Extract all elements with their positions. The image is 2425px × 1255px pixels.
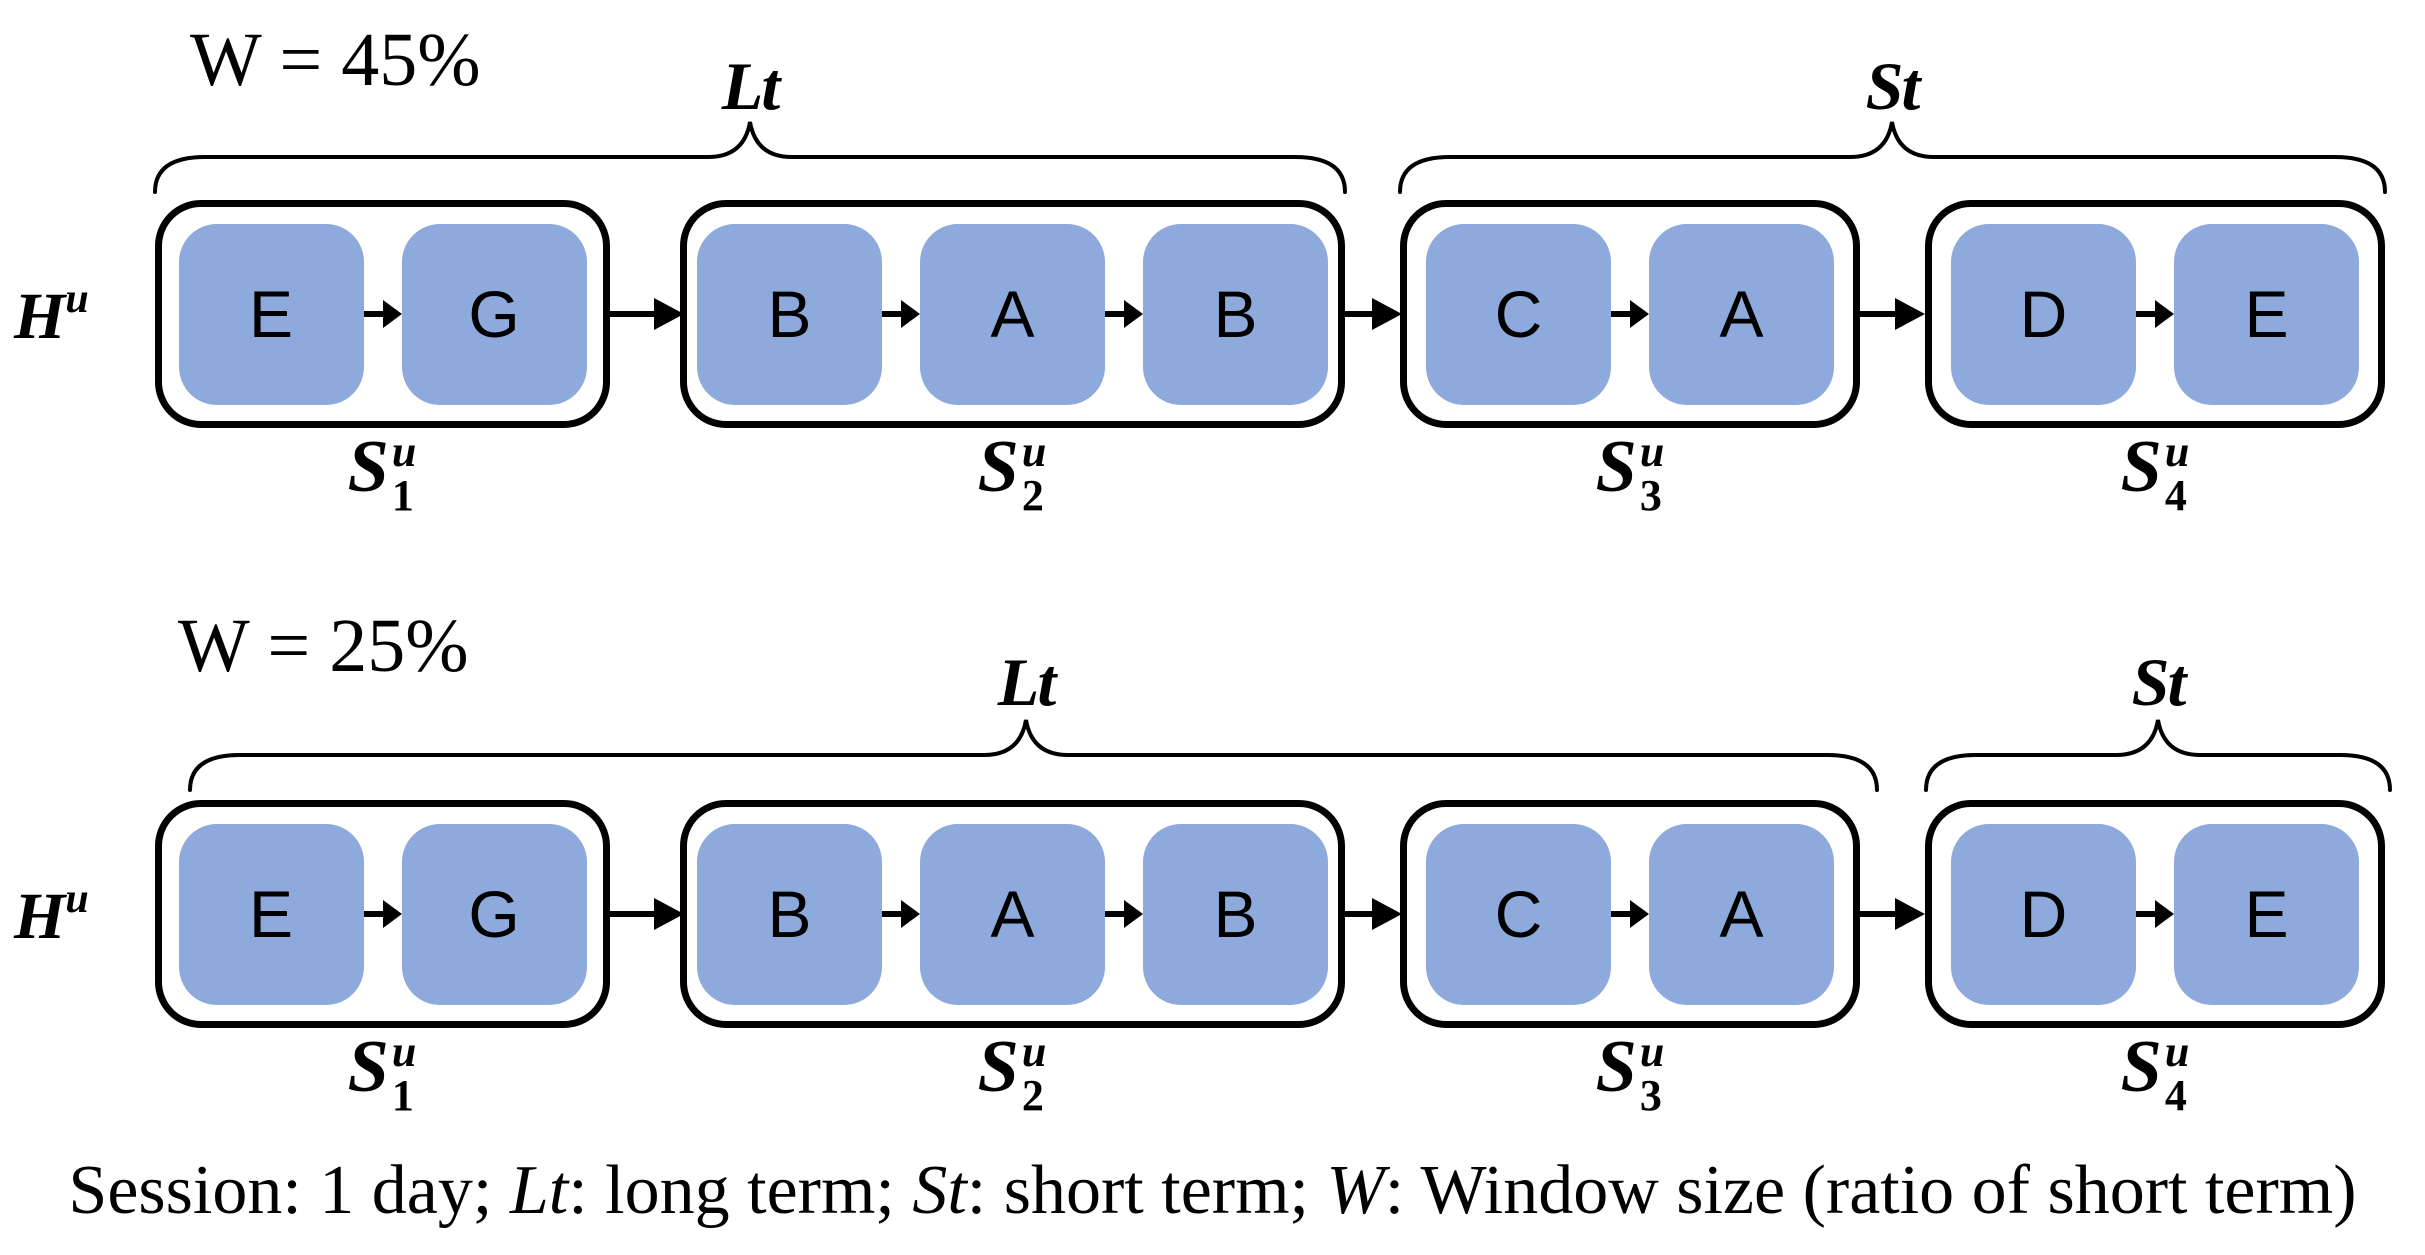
caption-segment: Session: 1 day; — [68, 1152, 510, 1229]
item-box: D — [1951, 223, 2136, 405]
short-term-brace-bottom — [1924, 719, 2392, 792]
sequence-arrow-icon — [1105, 300, 1143, 328]
long-term-brace-bottom — [188, 719, 1879, 792]
item-box: A — [1649, 823, 1834, 1005]
session-box-1-bottom: E G — [155, 800, 610, 1028]
item-box: B — [697, 223, 882, 405]
sequence-arrow-icon — [2136, 300, 2174, 328]
item-box: E — [178, 823, 364, 1005]
item-box: A — [1649, 223, 1834, 405]
item-box: D — [1951, 823, 2136, 1005]
item-box: B — [1143, 823, 1328, 1005]
item-box: E — [2174, 223, 2359, 405]
item-box: G — [401, 823, 587, 1005]
sequence-arrow-icon — [2136, 900, 2174, 928]
history-label-top: Hu — [14, 276, 89, 353]
item-box: C — [1426, 823, 1611, 1005]
item-box: B — [697, 823, 882, 1005]
short-term-brace-top — [1398, 121, 2387, 194]
sequence-arrow-icon — [363, 900, 402, 928]
session-box-2-bottom: B A B — [680, 800, 1345, 1028]
sequence-arrow-icon — [1611, 900, 1649, 928]
item-box: E — [178, 223, 364, 405]
caption-segment: W — [1326, 1152, 1385, 1229]
item-box: B — [1143, 223, 1328, 405]
sequence-arrow-icon — [882, 900, 920, 928]
sequence-arrow-icon — [1611, 300, 1649, 328]
long-term-label-bottom: Lt — [997, 644, 1056, 720]
session-box-3-bottom: C A — [1400, 800, 1860, 1028]
item-box: G — [401, 223, 587, 405]
figure-caption: Session: 1 day; Lt: long term; St: short… — [0, 1152, 2425, 1229]
caption-segment: : long term; — [568, 1152, 913, 1229]
session-box-3-top: C A — [1400, 200, 1860, 428]
history-label-bottom: Hu — [14, 876, 89, 953]
sequence-arrow-icon — [1105, 900, 1143, 928]
sequence-arrow-icon — [882, 300, 920, 328]
session-box-4-bottom: D E — [1925, 800, 2385, 1028]
short-term-label-bottom: St — [2131, 644, 2187, 720]
item-box: E — [2174, 823, 2359, 1005]
item-box: A — [920, 823, 1105, 1005]
session-box-2-top: B A B — [680, 200, 1345, 428]
caption-segment: St — [912, 1152, 967, 1229]
caption-segment: : Window size (ratio of short term) — [1384, 1152, 2357, 1229]
caption-segment: Lt — [509, 1152, 569, 1229]
caption-segment: : short term; — [966, 1152, 1327, 1229]
long-term-label-top: Lt — [721, 48, 780, 124]
window-size-label-top: W = 45% — [190, 18, 481, 102]
sequence-arrow-icon — [363, 300, 402, 328]
item-box: A — [920, 223, 1105, 405]
session-box-4-top: D E — [1925, 200, 2385, 428]
window-size-label-bottom: W = 25% — [178, 604, 469, 688]
session-box-1-top: E G — [155, 200, 610, 428]
short-term-label-top: St — [1865, 48, 1921, 124]
long-term-brace-top — [153, 121, 1347, 194]
item-box: C — [1426, 223, 1611, 405]
